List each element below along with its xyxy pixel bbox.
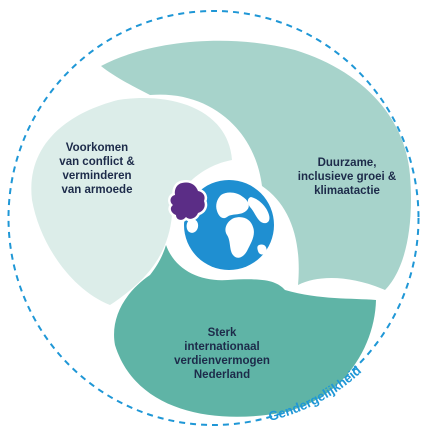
- netherlands-map-icon: [168, 180, 208, 223]
- segment-bottom-label-line: verdienvermogen: [174, 355, 270, 367]
- segment-left-shape: [31, 98, 232, 306]
- outer-dashed-ring: [7, 10, 420, 426]
- segment-right-shape: [101, 40, 411, 291]
- segment-left-label-line: verminderen: [62, 170, 131, 182]
- segment-bottom-label-line: internationaal: [184, 341, 259, 353]
- segment-right-label-line: inclusieve groei &: [298, 171, 396, 183]
- segment-right-label-line: Duurzame,: [318, 157, 377, 169]
- segment-left-label: Voorkomen van conflict & verminderen van ar…: [59, 142, 134, 196]
- segment-left-label-line: van armoede: [62, 184, 133, 196]
- segment-left-label-line: Voorkomen: [66, 142, 128, 154]
- segment-bottom-label-line: Nederland: [194, 369, 250, 381]
- segment-left-label-line: van conflict &: [59, 156, 134, 168]
- segment-bottom-label-line: Sterk: [208, 327, 237, 339]
- segment-bottom-shape: [114, 245, 376, 417]
- segment-right-label: Duurzame, inclusieve groei & klimaatactie: [298, 157, 396, 197]
- segment-right-label-line: klimaatactie: [314, 185, 380, 197]
